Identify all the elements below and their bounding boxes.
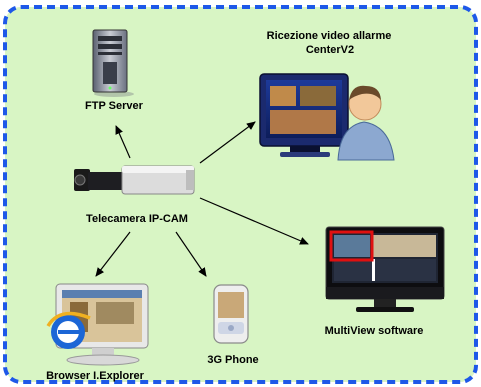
camera-label: Telecamera IP-CAM (86, 213, 188, 225)
ftp-server-label: FTP Server (85, 100, 143, 112)
multiview-label: MultiView software (324, 325, 424, 337)
arrow-to-ftp (115, 125, 131, 159)
center-label-line1: Ricezione video allarme (266, 30, 392, 42)
arrow-to-phone (175, 231, 207, 277)
mobile-phone-icon (213, 284, 249, 344)
server-tower-icon (92, 29, 134, 97)
widescreen-monitor-icon (325, 226, 445, 312)
browser-label: Browser I.Explorer (46, 370, 144, 382)
internet-explorer-icon (46, 283, 149, 366)
monitor-operator-icon (259, 73, 395, 161)
arrow-to-browser (95, 231, 131, 277)
phone-label: 3G Phone (207, 354, 259, 366)
arrow-to-center (199, 121, 256, 164)
center-label-line2: CenterV2 (305, 44, 355, 56)
arrow-to-multiview (199, 197, 309, 245)
ip-camera-icon (74, 165, 195, 195)
